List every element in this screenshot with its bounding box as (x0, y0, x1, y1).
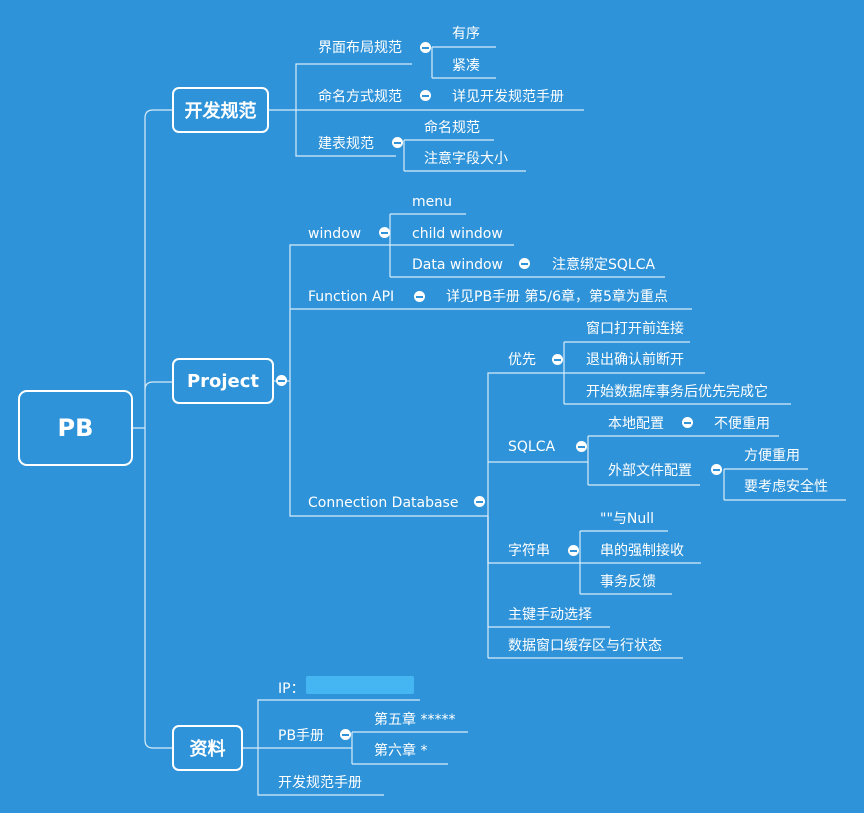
node-forced-receive[interactable]: 串的强制接收 (600, 543, 684, 559)
node-local-config[interactable]: 本地配置 (608, 416, 664, 432)
node-project[interactable]: Project (172, 358, 274, 404)
node-menu[interactable]: menu (412, 194, 452, 210)
connection-db-collapse-icon[interactable] (474, 496, 485, 507)
node-ordered[interactable]: 有序 (452, 26, 480, 42)
node-finish-transaction[interactable]: 开始数据库事务后优先完成它 (586, 384, 768, 400)
node-empty-vs-null[interactable]: ""与Null (600, 511, 655, 527)
sqlca-collapse-icon[interactable] (576, 441, 587, 452)
node-strings[interactable]: 字符串 (508, 543, 550, 559)
pb-manual-collapse-icon[interactable] (340, 729, 351, 740)
node-priority[interactable]: 优先 (508, 352, 536, 368)
node-bind-sqlca[interactable]: 注意绑定SQLCA (552, 257, 656, 273)
node-connection-db[interactable]: Connection Database (308, 495, 459, 511)
project-collapse-icon[interactable] (276, 375, 287, 386)
node-manual-pk[interactable]: 主键手动选择 (508, 607, 592, 623)
node-window[interactable]: window (308, 226, 362, 242)
node-child-window[interactable]: child window (412, 226, 503, 242)
node-connect-before-open[interactable]: 窗口打开前连接 (586, 321, 684, 337)
node-external-config[interactable]: 外部文件配置 (608, 463, 692, 479)
node-naming-spec[interactable]: 命名规范 (424, 120, 480, 136)
ip-redaction-mask (306, 676, 414, 694)
node-transaction-feedback[interactable]: 事务反馈 (600, 574, 656, 590)
external-config-collapse-icon[interactable] (711, 464, 722, 475)
node-reusable[interactable]: 方便重用 (744, 448, 800, 464)
node-ip[interactable]: IP： (278, 681, 305, 697)
node-data-window[interactable]: Data window (412, 257, 503, 273)
node-dw-buffer[interactable]: 数据窗口缓存区与行状态 (508, 638, 662, 654)
root-label: PB (57, 414, 94, 442)
window-collapse-icon[interactable] (379, 227, 390, 238)
node-naming[interactable]: 命名方式规范 (318, 89, 402, 105)
root-node[interactable]: PB (18, 390, 133, 466)
node-compact[interactable]: 紧凑 (452, 58, 480, 74)
node-dev-spec[interactable]: 开发规范 (172, 87, 269, 133)
node-see-pb-manual[interactable]: 详见PB手册 第5/6章，第5章为重点 (446, 289, 668, 305)
node-chapter-6[interactable]: 第六章 * (374, 743, 428, 759)
node-field-size[interactable]: 注意字段大小 (424, 151, 508, 167)
function-api-collapse-icon[interactable] (414, 291, 425, 302)
node-resources-label: 资料 (189, 739, 226, 760)
node-security[interactable]: 要考虑安全性 (744, 479, 828, 495)
node-function-api[interactable]: Function API (308, 289, 395, 305)
node-table-spec[interactable]: 建表规范 (318, 136, 374, 152)
node-pb-manual[interactable]: PB手册 (278, 728, 325, 744)
local-config-collapse-icon[interactable] (682, 417, 693, 428)
naming-collapse-icon[interactable] (420, 90, 431, 101)
priority-collapse-icon[interactable] (552, 354, 563, 365)
strings-collapse-icon[interactable] (568, 545, 579, 556)
table-spec-collapse-icon[interactable] (392, 137, 403, 148)
node-see-dev-manual[interactable]: 详见开发规范手册 (452, 89, 564, 105)
node-disconnect-before-exit[interactable]: 退出确认前断开 (586, 352, 684, 368)
node-dev-spec-label: 开发规范 (184, 101, 257, 122)
node-not-reusable[interactable]: 不便重用 (714, 416, 770, 432)
node-resources[interactable]: 资料 (172, 725, 243, 771)
node-sqlca[interactable]: SQLCA (508, 439, 556, 455)
ui-layout-collapse-icon[interactable] (420, 42, 431, 53)
node-chapter-5[interactable]: 第五章 ***** (374, 712, 456, 728)
node-dev-spec-manual[interactable]: 开发规范手册 (278, 775, 362, 791)
node-ui-layout[interactable]: 界面布局规范 (318, 40, 402, 56)
node-project-label: Project (186, 370, 260, 392)
data-window-collapse-icon[interactable] (519, 258, 530, 269)
